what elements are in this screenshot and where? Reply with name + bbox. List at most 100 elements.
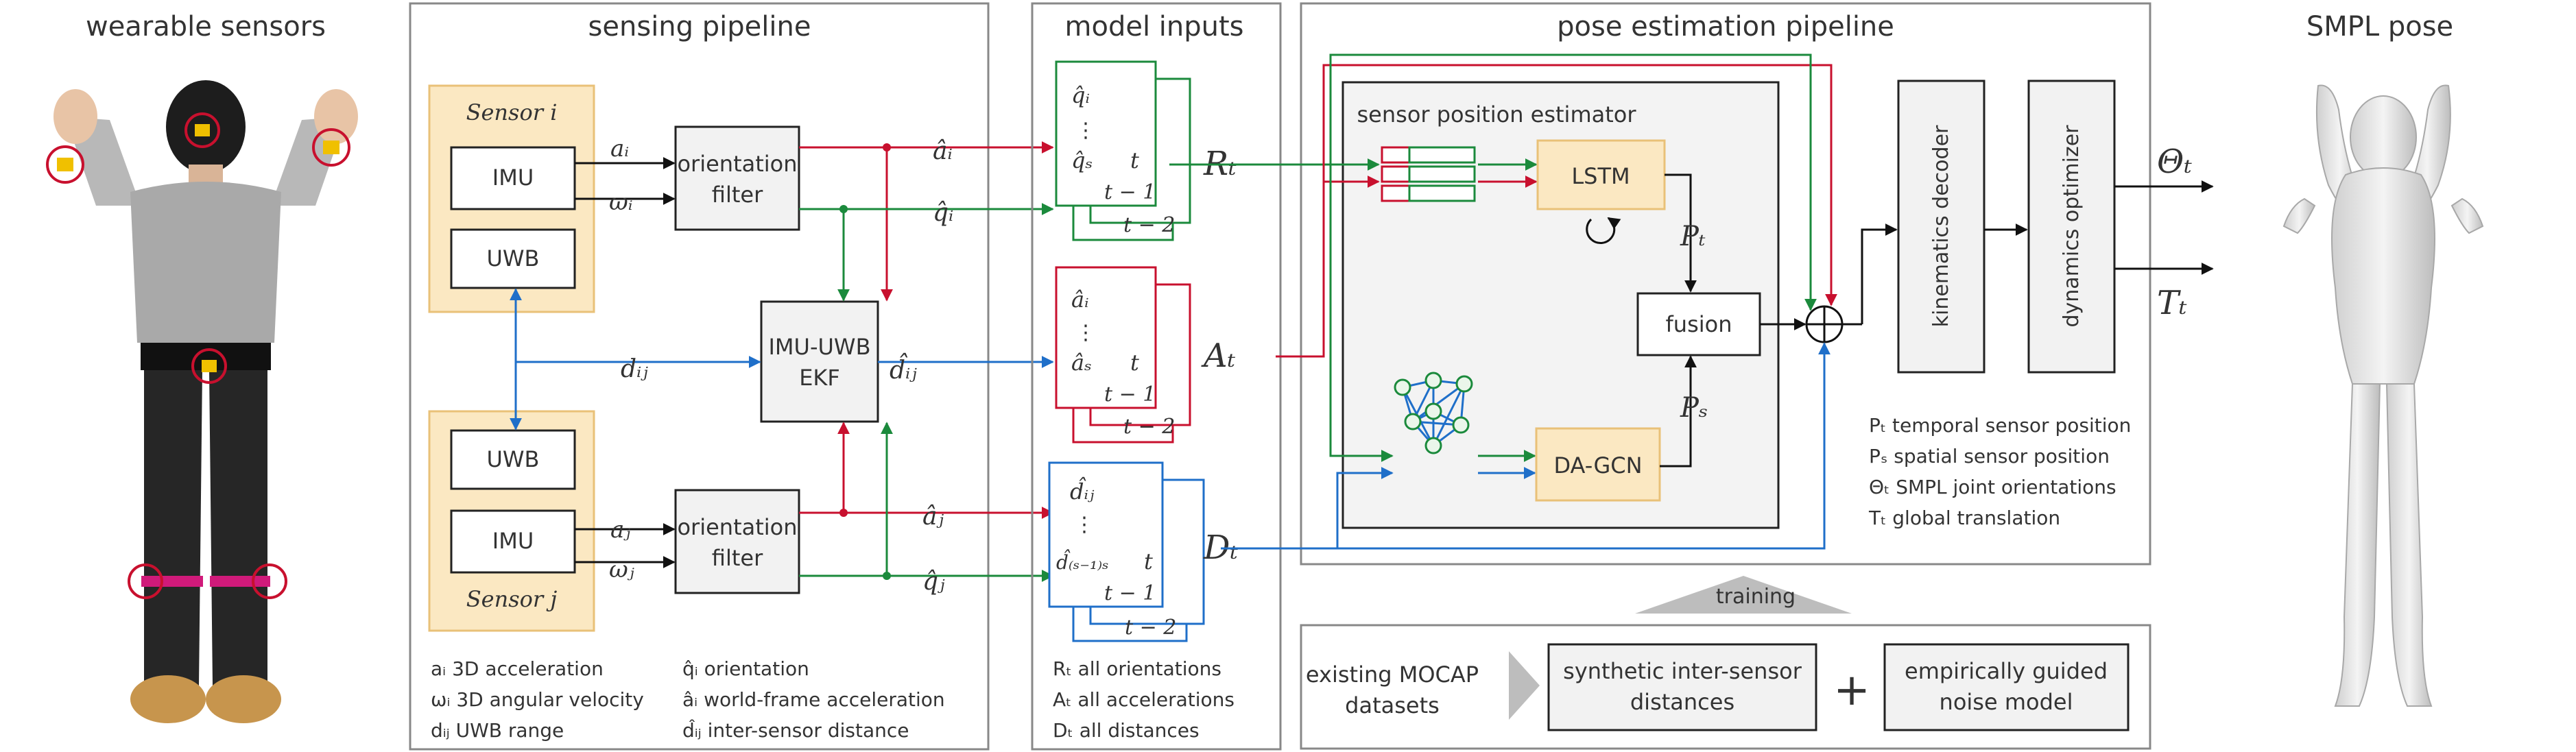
person-photo [46,80,358,723]
label-d-ij: dᵢⱼ [621,355,648,383]
uwb-j-label: UWB [486,446,539,472]
stack-d-t2: t − 2 [1125,616,1176,640]
stack-d-dots: ⋮ [1074,513,1095,537]
training-panel [1300,624,2151,750]
train-box3-line1: empirically guided [1905,658,2108,684]
train-box3 [1883,643,2130,731]
label-P-s: Pₛ [1680,392,1708,424]
stack-a-t1: t − 1 [1104,383,1156,407]
model-inputs-panel [1031,2,1282,751]
estimator-title: sensor position estimator [1357,101,1637,128]
lstm-input-bars [1381,146,1476,202]
stack-r-t1: t − 1 [1104,180,1156,204]
orientation-filter-i [674,125,800,231]
stack-r: q̂ᵢ ⋮ q̂ₛ t t − 1 t − 2 [1055,60,1191,241]
fusion-label: fusion [1666,311,1732,337]
kinematics-decoder-label: kinematics decoder [1929,125,1953,327]
uwb-i-box [450,228,576,289]
stack-d-t1: t − 1 [1104,581,1156,605]
stack-a-top: âᵢ [1071,287,1089,313]
orientation-filter-j-line2: filter [712,545,763,571]
lstm-box [1536,139,1666,210]
stack-a-dots: ⋮ [1075,321,1096,345]
imu-i-label: IMU [492,165,534,191]
sensor-i-label: Sensor i [466,99,558,125]
label-A-t: Aₜ [1201,337,1236,375]
legend-qhat: q̂ᵢ orientation [682,657,809,680]
sensing-pipeline-title: sensing pipeline [588,11,811,43]
legend-theta: Θₜ SMPL joint orientations [1869,476,2116,498]
orientation-filter-i-line2: filter [712,182,763,208]
training-label: training [1716,585,1796,609]
uwb-j-box [450,429,576,490]
legend-d-ij: dᵢⱼ UWB range [431,719,564,742]
stack-d-top: d̂ᵢⱼ [1070,476,1095,505]
dynamics-optimizer-label: dynamics optimizer [2060,125,2084,328]
label-qhat-j: q̂ⱼ [922,568,945,596]
lstm-recurrence-icon [1586,217,1621,245]
train-box2 [1547,643,1817,731]
graph-icon [1394,372,1473,454]
stack-r-t2: t − 2 [1123,213,1175,237]
label-dhat-ij: d̂ᵢⱼ [890,353,917,385]
stack-a: âᵢ ⋮ âₛ t t − 1 t − 2 [1055,266,1191,444]
sensor-j-label: Sensor j [466,586,558,612]
train-plus: + [1833,665,1870,716]
sensing-pipeline-panel [409,2,990,751]
da-gcn-box [1535,427,1661,502]
legend-dhat: d̂ᵢⱼ inter-sensor distance [682,719,909,742]
label-w-j: ωⱼ [609,556,634,583]
legend-ahat: âᵢ world-frame acceleration [682,688,945,711]
smpl-body [2282,84,2484,707]
label-ahat-j: âⱼ [922,502,944,531]
label-ahat-i: âᵢ [933,137,953,165]
label-w-i: ωᵢ [609,189,633,216]
orientation-filter-j [674,489,800,594]
imu-uwb-ekf-box [760,300,879,423]
smpl-pose-title: SMPL pose [2306,11,2453,43]
output-theta-label: Θₜ [2157,143,2192,181]
legend-T: Tₜ global translation [1868,507,2060,529]
uwb-i-label: UWB [486,245,539,271]
stack-a-bottom: âₛ [1071,350,1092,376]
stack-r-t: t [1130,147,1139,173]
label-a-j: aⱼ [610,516,630,544]
train-box2-line1: synthetic inter-sensor [1563,658,1802,684]
stack-d-bottom: d̂₍ₛ₋₁₎ₛ [1056,550,1109,574]
legend-A: Aₜ all accelerations [1053,688,1235,711]
label-a-i: aᵢ [610,135,629,162]
training-arrow-icon [1635,576,1852,614]
stack-r-bottom: q̂ₛ [1071,147,1093,173]
ekf-line1: IMU-UWB [768,334,870,360]
train-box3-line2: noise model [1940,689,2073,715]
orientation-filter-i-line1: orientation [677,151,797,177]
orientation-filter-j-line1: orientation [677,514,797,540]
legend-a-i: aᵢ 3D acceleration [431,657,604,680]
imu-i-box [450,146,576,210]
dynamics-optimizer-box [2027,80,2116,374]
imu-j-label: IMU [492,528,534,554]
train-box1-line2: datasets [1345,692,1440,718]
stack-a-t: t [1130,350,1139,376]
label-qhat-i: q̂ᵢ [933,199,953,227]
ekf-line2: EKF [799,365,840,391]
legend-R: Rₜ all orientations [1053,657,1221,680]
stack-d: d̂ᵢⱼ ⋮ d̂₍ₛ₋₁₎ₛ t t − 1 t − 2 [1048,461,1205,642]
da-gcn-label: DA-GCN [1553,452,1642,478]
legend-D: Dₜ all distances [1053,719,1200,742]
stack-r-dots: ⋮ [1075,119,1096,143]
lstm-label: LSTM [1571,163,1630,189]
wearable-sensors-title: wearable sensors [86,11,326,43]
label-P-t: Pₜ [1680,221,1706,252]
stack-d-t: t [1144,548,1153,574]
stack-a-t2: t − 2 [1123,415,1175,439]
output-T-label: Tₜ [2157,284,2187,322]
imu-j-box [450,509,576,574]
legend-P-t: Pₜ temporal sensor position [1869,414,2131,437]
pose-estimation-title: pose estimation pipeline [1557,11,1894,43]
pose-estimation-panel [1300,2,2151,566]
train-box1-line1: existing MOCAP [1306,662,1479,688]
legend-w-i: ωᵢ 3D angular velocity [431,688,644,711]
stack-r-top: q̂ᵢ [1071,82,1090,108]
